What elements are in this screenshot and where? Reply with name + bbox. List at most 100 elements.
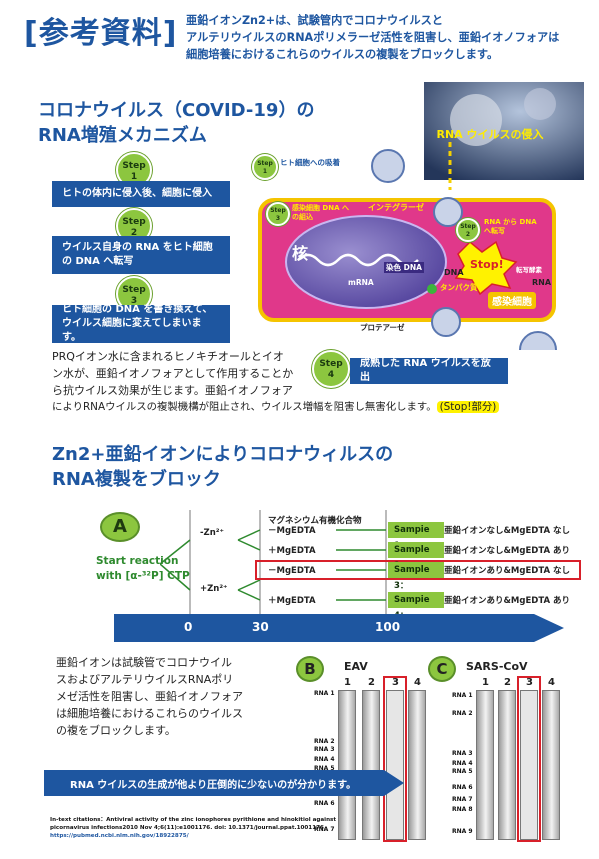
tick-100: 100 [375, 620, 401, 634]
timeline-arrow [114, 614, 564, 642]
c-rna-label: RNA 8 [452, 806, 473, 813]
citation-link[interactable]: https://pubmed.ncbi.nlm.nih.gov/18922875… [50, 833, 189, 839]
sample2-desc: 亜鉛イオンなし&MgEDTA あり [444, 546, 570, 556]
b-rna-label: RNA 5 [314, 765, 335, 772]
sample3-highlight [255, 560, 581, 580]
mrna-label: mRNA [348, 278, 374, 287]
section1-title-line1: コロナウイルス（COVID-19）の [38, 100, 315, 121]
citation-line2: picornavirus infections2010 Nov 4;6(11):… [50, 825, 326, 831]
c-rna-label: RNA 2 [452, 710, 473, 717]
section1-body-text: PRQイオン水に含まれるヒノキチオールとイオ ン水が、亜鉛イオノフォアとして作用… [52, 350, 294, 397]
b-rna-label: RNA 3 [314, 746, 335, 753]
b-lane-3: 3 [392, 677, 399, 688]
header-line: アルテリウイルスのRNAポリメラーゼ活性を阻害し、亜鉛イオノフォアは [186, 31, 560, 44]
sample-row-2: Sample 2： 亜鉛イオンなし&MgEDTA あり [388, 542, 570, 571]
b-rna-label: RNA 4 [314, 756, 335, 763]
gel-lane [498, 690, 516, 840]
diagram-step1-label: ヒト細胞への吸着 [280, 158, 340, 167]
mg-row-4: ＋MgEDTA [268, 596, 316, 606]
sample1-label: Sampie 1： [388, 522, 444, 551]
b-rna-label: RNA 6 [314, 800, 335, 807]
citation: In-text citations：Antiviral activity of … [50, 816, 336, 840]
step4-box: 成熟した RNA ウイルスを放出 [350, 358, 508, 384]
zn-plus-label: +Zn²⁺ [200, 584, 228, 594]
panel-b-title: EAV [344, 660, 368, 673]
sample4-desc: 亜鉛イオンあり&MgEDTA あり [444, 596, 570, 606]
nucleus-shape [285, 215, 447, 309]
infected-cell-label: 感染細胞 [488, 292, 536, 309]
gel-lane [542, 690, 560, 840]
mg-row-3: －MgEDTA [268, 566, 316, 576]
stop-note: (Stop!部分) [436, 401, 500, 413]
section2-body-text: 亜鉛イオンは試験管でコロナウイル スおよびアルテリウイルスRNAポリ メゼ活性を… [56, 656, 243, 737]
gel-lane [362, 690, 380, 840]
b-rna-label: RNA 2 [314, 738, 335, 745]
step4-badge: Step 4 [312, 350, 350, 388]
step1-text: ヒトの体内に侵入後、細胞に侵入 [62, 188, 212, 199]
step2-box: ウイルス自身の RNA をヒト細胞の DNA へ転写 [52, 236, 230, 274]
protein-label: タンパク質 [440, 283, 478, 292]
c-rna-label: RNA 9 [452, 828, 473, 835]
b-lane3-highlight [383, 676, 407, 842]
sample2-label: Sample 2： [388, 542, 444, 571]
section1-title: コロナウイルス（COVID-19）の RNA増殖メカニズム [38, 98, 314, 148]
c-rna-label: RNA 1 [452, 692, 473, 699]
virus-icon [433, 197, 463, 227]
diagram-step2-badge: Step 2 [456, 218, 480, 242]
tick-30: 30 [252, 620, 269, 634]
virus-icon [371, 149, 405, 183]
gel-lane [408, 690, 426, 840]
stop-burst-icon [454, 240, 518, 296]
c-lane-2: 2 [504, 677, 511, 688]
sample3-label: Sample 3： [388, 562, 444, 591]
b-rna-label: RNA 1 [314, 690, 335, 697]
virus-icon [431, 307, 461, 337]
step1-box: ヒトの体内に侵入後、細胞に侵入 [52, 181, 230, 207]
step2-text: ウイルス自身の RNA をヒト細胞の DNA へ転写 [62, 242, 213, 267]
mg-row-2: ＋MgEDTA [268, 546, 316, 556]
c-rna-label: RNA 5 [452, 768, 473, 775]
section2-title-line1: Zn2+亜鉛イオンによりコロナウィルスの [52, 444, 394, 465]
mg-header: マグネシウム有機化合物 [268, 516, 362, 526]
section1-title-line2: RNA増殖メカニズム [38, 125, 207, 146]
protein-icon [427, 284, 437, 294]
virus-icon [519, 331, 557, 369]
rna-virus-entry-label: RNA ウイルスの侵入 [436, 128, 544, 141]
dna-label: DNA [444, 268, 464, 277]
zn-minus-label: -Zn²⁺ [200, 528, 224, 538]
c-lane3-highlight [517, 676, 541, 842]
sample1-desc: 亜鉛イオンなし&MgEDTA なし [444, 526, 570, 536]
header-line: 亜鉛イオンZn2+は、試験管内でコロナウイルスと [186, 14, 443, 27]
virus-replication-diagram: RNA ウイルスの侵入 Step 1 ヒト細胞への吸着 Step 3 感染細胞 … [248, 82, 588, 369]
sample-row-4: Sampie 4： 亜鉛イオンあり&MgEDTA あり [388, 592, 570, 621]
header-line: 細胞培養におけるこれらのウイルスの複製をブロックします。 [186, 48, 499, 61]
gel-lane [476, 690, 494, 840]
c-lane-3: 3 [526, 677, 533, 688]
c-lane-1: 1 [482, 677, 489, 688]
rna-label: RNA [532, 278, 552, 287]
reverse-transcriptase-label: 転写酵素 [516, 266, 542, 274]
step3-text: ヒト細胞の DNA を書き換えて、ウイルス細胞に変えてしまいます。 [62, 304, 213, 343]
header-description: 亜鉛イオンZn2+は、試験管内でコロナウイルスと アルテリウイルスのRNAポリメ… [186, 12, 586, 63]
diagram-step3-label: 感染細胞 DNA への組込 [292, 204, 349, 221]
c-rna-label: RNA 7 [452, 796, 473, 803]
c-lane-4: 4 [548, 677, 555, 688]
mg-row-1: －MgEDTA [268, 526, 316, 536]
citation-line1: In-text citations：Antiviral activity of … [50, 817, 337, 823]
panel-a-flow-svg [160, 510, 581, 618]
note-arrow-text: RNA ウイルスの生成が他より圧倒的に少ないのが分かります。 [70, 780, 357, 791]
gel-lane [520, 690, 538, 840]
panel-c-title: SARS-CoV [466, 660, 528, 673]
diagram-step1-badge: Step 1 [252, 154, 278, 180]
b-lane-1: 1 [344, 677, 351, 688]
section2-title-line2: RNA複製をブロック [52, 469, 221, 490]
step3-box: ヒト細胞の DNA を書き換えて、ウイルス細胞に変えてしまいます。 [52, 304, 230, 343]
c-rna-label: RNA 3 [452, 750, 473, 757]
sample3-desc: 亜鉛イオンあり&MgEDTA なし [444, 566, 570, 576]
stop-label: Stop! [470, 258, 504, 271]
sample-row-3: Sample 3： 亜鉛イオンあり&MgEDTA なし [388, 562, 570, 591]
panel-b-badge: B [296, 656, 324, 682]
diagram-step3-badge: Step 3 [266, 202, 290, 226]
panel-a-badge: A [100, 512, 140, 542]
integrase-label: インテグラーゼ [368, 203, 424, 212]
